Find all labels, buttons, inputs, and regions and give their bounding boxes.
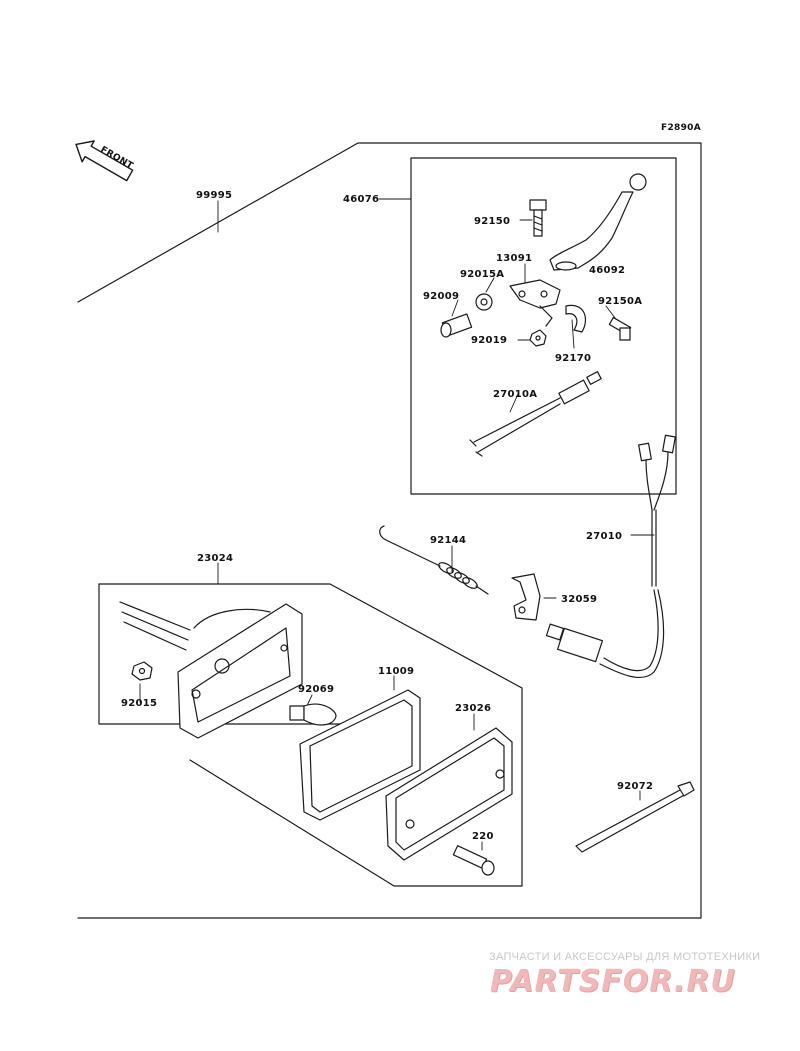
label-92009: 92009 — [423, 291, 459, 302]
watermark-caption: ЗАПЧАСТИ И АКСЕССУАРЫ ДЛЯ МОТОТЕХНИКИ — [489, 951, 761, 963]
clamp-92170-icon — [565, 304, 587, 333]
lamp-assembly-frame — [98, 583, 523, 887]
lens-23026-icon — [385, 727, 513, 861]
label-220: 220 — [472, 831, 494, 842]
screw-220-icon — [452, 845, 495, 876]
diagram-code: F2890A — [661, 123, 701, 133]
front-arrow — [75, 140, 134, 182]
label-46092: 46092 — [589, 265, 625, 276]
kit-frame — [77, 142, 702, 919]
label-13091: 13091 — [496, 253, 532, 264]
spring-92144-icon — [379, 525, 489, 595]
bolt-92150a-icon — [608, 316, 632, 341]
bulb-92069-icon — [289, 703, 337, 726]
label-23024: 23024 — [197, 553, 233, 564]
label-23026: 23026 — [455, 703, 491, 714]
lead-27010-icon — [599, 434, 676, 678]
label-32059: 32059 — [561, 594, 597, 605]
bolt-92009-icon — [440, 313, 473, 338]
label-92015: 92015 — [121, 698, 157, 709]
lever-46092-icon — [549, 173, 647, 271]
label-92019: 92019 — [471, 335, 507, 346]
label-92072: 92072 — [617, 781, 653, 792]
switch-assembly-box — [410, 157, 677, 495]
band-92072-icon — [575, 781, 695, 853]
label-11009: 11009 — [378, 666, 414, 677]
nut-92015-icon — [131, 661, 153, 681]
switch-bracket-32059-icon — [511, 573, 541, 621]
label-27010a: 27010A — [493, 389, 537, 400]
label-92150a: 92150A — [598, 296, 642, 307]
part-labels: F2890A 99995 46076 92150 46092 13091 920… — [121, 123, 701, 842]
label-92170: 92170 — [555, 353, 591, 364]
switch-lead-27010a-icon — [469, 371, 602, 457]
watermark-logo: PARTSFOR.RU — [490, 964, 736, 999]
rear-switch-icon — [545, 623, 604, 663]
label-99995: 99995 — [196, 190, 232, 201]
nut-92019-icon — [529, 329, 547, 347]
label-92069: 92069 — [298, 684, 334, 695]
gasket-11009-icon — [299, 689, 421, 821]
bolt-92150-icon — [529, 199, 547, 237]
label-92015a: 92015A — [460, 269, 504, 280]
collar-92015a-icon — [475, 293, 493, 311]
bracket-13091-icon — [509, 279, 561, 327]
label-27010: 27010 — [586, 531, 622, 542]
lamp-housing-23024-icon — [119, 601, 303, 739]
label-92150: 92150 — [474, 216, 510, 227]
label-92144: 92144 — [430, 535, 466, 546]
label-46076: 46076 — [343, 194, 379, 205]
